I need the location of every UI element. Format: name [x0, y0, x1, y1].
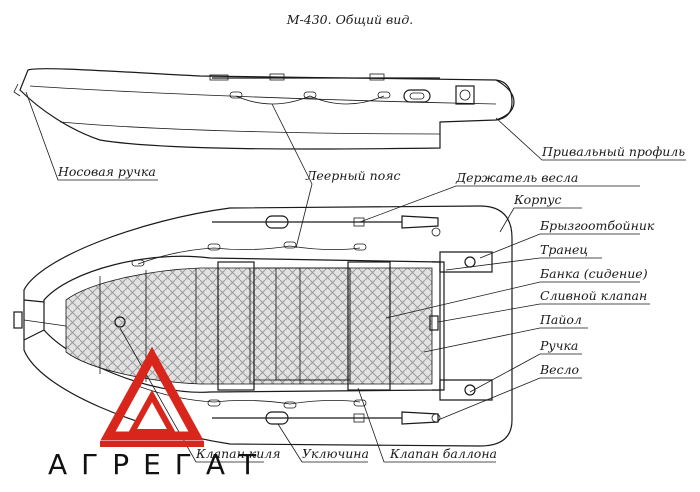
label-handle: Ручка: [539, 338, 578, 353]
label-drain-valve: Сливной клапан: [540, 288, 647, 303]
label-splash-guard: Брызгоотбойник: [539, 218, 655, 233]
triangle-logo-icon: [100, 346, 204, 447]
label-floor: Пайол: [539, 312, 582, 327]
label-lifeline: Леерный пояс: [305, 168, 401, 183]
label-keel-valve: Клапан киля: [195, 446, 281, 461]
label-tube-valve: Клапан баллона: [389, 446, 497, 461]
label-oar: Весло: [539, 362, 579, 377]
label-nose-handle: Носовая ручка: [57, 164, 156, 179]
label-rub-strake: Привальный профиль: [541, 144, 685, 159]
label-oar-holder: Держатель весла: [455, 170, 578, 185]
top-view: [13, 205, 513, 447]
label-seat: Банка (сидение): [539, 266, 648, 281]
label-oarlock: Уключина: [302, 446, 369, 461]
logo-wordmark: АГРЕГАТ: [48, 448, 270, 481]
agregat-logo: АГРЕГАТ: [48, 346, 270, 481]
label-hull: Корпус: [513, 192, 562, 207]
diagram-title: М-430. Общий вид.: [286, 12, 414, 27]
label-transom: Транец: [540, 242, 588, 257]
side-view: [13, 68, 515, 150]
callout-labels: Носовая ручка Леерный пояс Привальный пр…: [57, 144, 685, 461]
leader-lines: [25, 91, 686, 463]
